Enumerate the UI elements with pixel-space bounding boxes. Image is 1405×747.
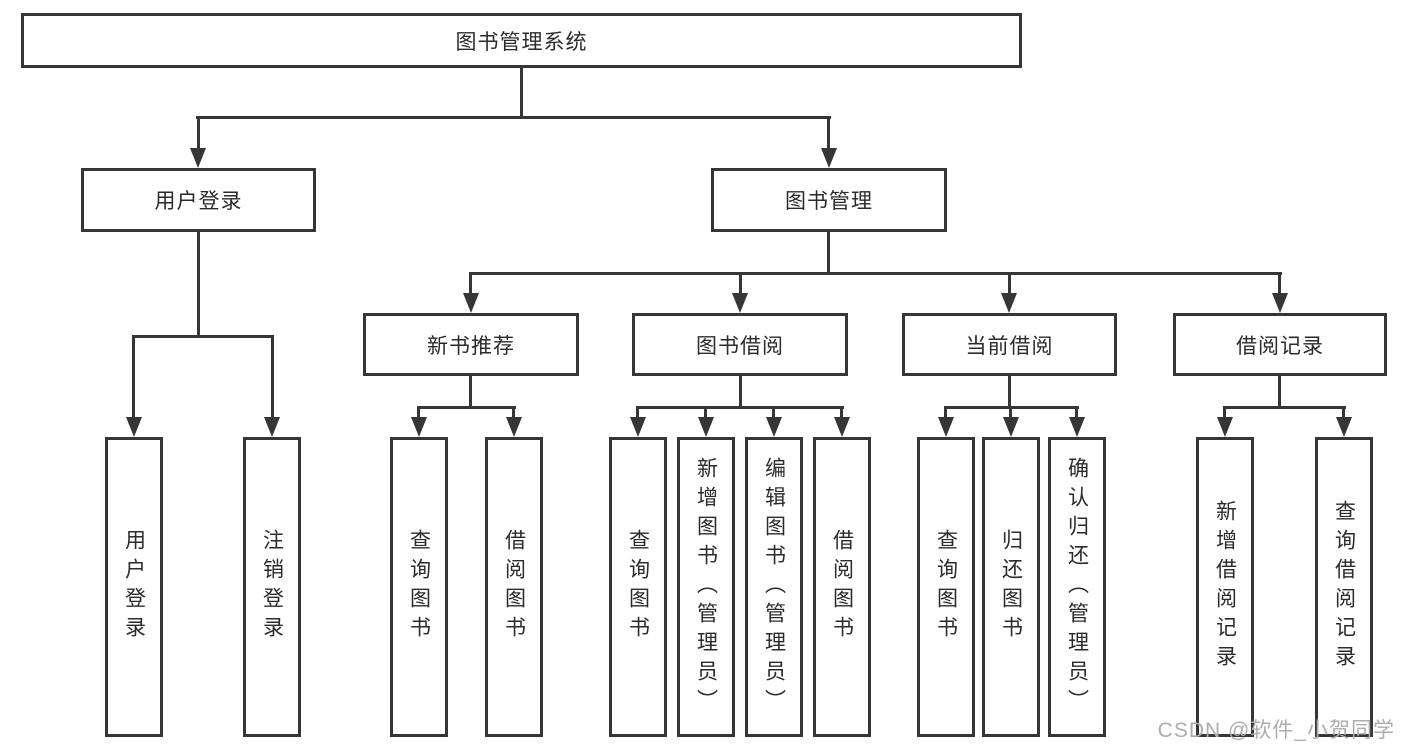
leaf-user-login-label: 用户登录 — [122, 529, 146, 645]
connector-line — [1223, 406, 1346, 409]
connector-line — [636, 406, 844, 409]
arrow-down-icon — [126, 417, 142, 437]
leaf-query-books-recommend-label: 查询图书 — [407, 529, 431, 645]
connector-line — [1008, 376, 1011, 408]
connector-line — [739, 272, 742, 295]
connector-line — [772, 406, 775, 419]
connector-line — [196, 116, 831, 119]
connector-line — [704, 406, 707, 419]
arrow-down-icon — [834, 417, 850, 437]
node-current-borrowing-label: 当前借阅 — [965, 334, 1054, 358]
arrow-down-icon — [1272, 293, 1288, 313]
leaf-user-login: 用户登录 — [105, 437, 163, 737]
leaf-query-borrow-record: 查询借阅记录 — [1315, 437, 1373, 737]
leaf-query-books-current-label: 查询图书 — [934, 529, 958, 645]
leaf-return-book-label: 归还图书 — [999, 529, 1023, 645]
arrow-down-icon — [732, 293, 748, 313]
leaf-logout: 注销登录 — [243, 437, 301, 737]
leaf-borrow-books-recommend-label: 借阅图书 — [502, 529, 526, 645]
leaf-add-book-admin: 新增图书（管理员） — [677, 437, 735, 737]
connector-line — [1278, 376, 1281, 408]
node-book-borrowing: 图书借阅 — [632, 313, 848, 376]
leaf-confirm-return-admin: 确认归还（管理员） — [1048, 437, 1106, 737]
arrow-down-icon — [630, 417, 646, 437]
node-user-login: 用户登录 — [81, 168, 316, 232]
leaf-add-borrow-record: 新增借阅记录 — [1196, 437, 1254, 737]
arrow-down-icon — [190, 148, 206, 168]
csdn-watermark: CSDN @软件_小贺同学 — [1157, 719, 1395, 742]
connector-line — [1278, 272, 1281, 295]
arrow-down-icon — [463, 293, 479, 313]
arrow-down-icon — [264, 417, 280, 437]
connector-line — [827, 232, 830, 274]
node-library-system: 图书管理系统 — [21, 13, 1022, 68]
connector-line — [197, 116, 200, 150]
connector-line — [469, 376, 472, 408]
leaf-return-book: 归还图书 — [982, 437, 1040, 737]
connector-line — [271, 335, 274, 419]
connector-line — [417, 406, 516, 409]
leaf-query-books-borrowing-label: 查询图书 — [626, 529, 650, 645]
node-borrowing-records: 借阅记录 — [1173, 313, 1387, 376]
leaf-query-borrow-record-label: 查询借阅记录 — [1332, 500, 1356, 674]
connector-line — [1223, 406, 1226, 419]
leaf-borrow-books-borrowing-label: 借阅图书 — [830, 529, 854, 645]
connector-line — [520, 68, 523, 118]
arrow-down-icon — [1003, 417, 1019, 437]
arrow-down-icon — [506, 417, 522, 437]
leaf-edit-book-admin-label: 编辑图书（管理员） — [762, 456, 786, 718]
arrow-down-icon — [1217, 417, 1233, 437]
leaf-query-books-current: 查询图书 — [917, 437, 975, 737]
node-book-management-label: 图书管理 — [785, 190, 873, 213]
arrow-down-icon — [766, 417, 782, 437]
connector-line — [1075, 406, 1078, 419]
connector-line — [469, 272, 472, 295]
leaf-query-books-borrowing: 查询图书 — [609, 437, 667, 737]
connector-line — [197, 232, 200, 337]
connector-line — [827, 116, 830, 150]
arrow-down-icon — [1336, 417, 1352, 437]
leaf-add-book-admin-label: 新增图书（管理员） — [694, 456, 718, 718]
connector-line — [132, 335, 135, 419]
node-new-book-recommend: 新书推荐 — [363, 313, 579, 376]
node-library-system-label: 图书管理系统 — [455, 30, 588, 54]
node-book-management: 图书管理 — [711, 168, 947, 232]
connector-line — [739, 376, 742, 408]
arrow-down-icon — [938, 417, 954, 437]
connector-line — [1342, 406, 1345, 419]
connector-line — [636, 406, 639, 419]
node-user-login-label: 用户登录 — [154, 190, 243, 213]
connector-line — [840, 406, 843, 419]
leaf-query-books-recommend: 查询图书 — [390, 437, 448, 737]
arrow-down-icon — [411, 417, 427, 437]
arrow-down-icon — [698, 417, 714, 437]
connector-line — [417, 406, 420, 419]
node-new-book-recommend-label: 新书推荐 — [427, 334, 515, 358]
arrow-down-icon — [1001, 293, 1017, 313]
leaf-edit-book-admin: 编辑图书（管理员） — [745, 437, 803, 737]
connector-line — [512, 406, 515, 419]
leaf-borrow-books-borrowing: 借阅图书 — [813, 437, 871, 737]
node-current-borrowing: 当前借阅 — [902, 313, 1117, 376]
leaf-logout-label: 注销登录 — [260, 529, 284, 645]
node-book-borrowing-label: 图书借阅 — [696, 334, 784, 358]
node-borrowing-records-label: 借阅记录 — [1236, 334, 1324, 358]
leaf-add-borrow-record-label: 新增借阅记录 — [1213, 500, 1237, 674]
leaf-confirm-return-admin-label: 确认归还（管理员） — [1065, 456, 1089, 718]
leaf-borrow-books-recommend: 借阅图书 — [485, 437, 543, 737]
connector-line — [944, 406, 947, 419]
arrow-down-icon — [1069, 417, 1085, 437]
arrow-down-icon — [821, 148, 837, 168]
connector-line — [469, 272, 1282, 275]
connector-line — [1009, 406, 1012, 419]
connector-line — [132, 335, 274, 338]
connector-line — [1008, 272, 1011, 295]
